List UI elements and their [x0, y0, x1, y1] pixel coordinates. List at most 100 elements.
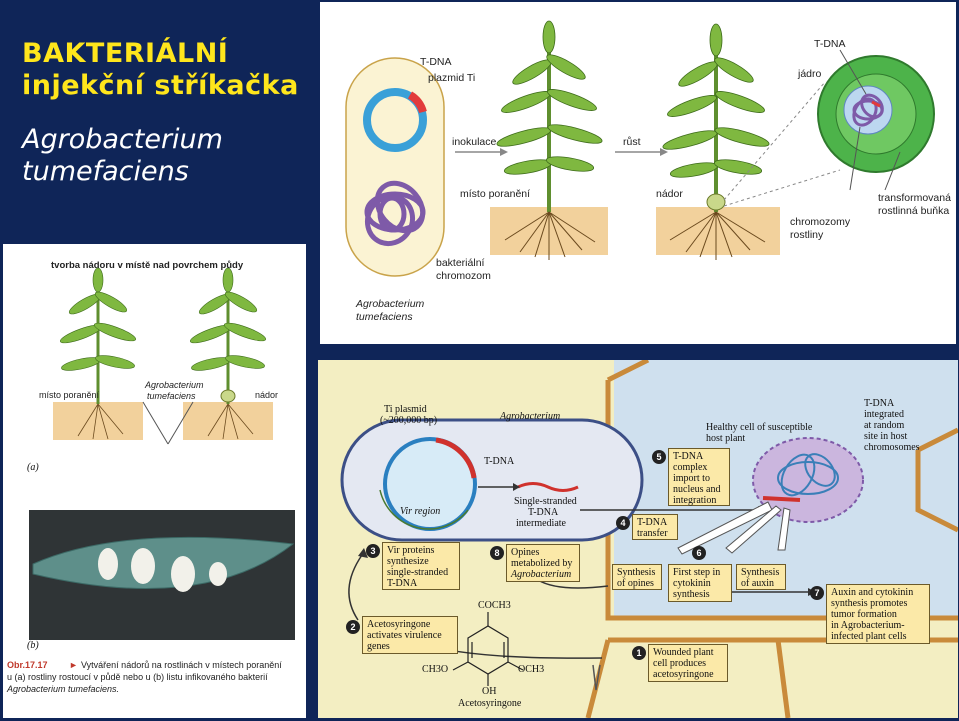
s8-line-2: metabolized by [511, 558, 573, 569]
left-heading: tvorba nádoru v místě nad povrchem půdy [51, 260, 244, 271]
left-agro-2: tumefaciens [147, 391, 196, 401]
s3-line-2: synthesize [387, 556, 429, 567]
s3-line-1: Vir proteins [387, 545, 435, 556]
auxin-box: Synthesis of auxin [736, 564, 786, 590]
step-2-marker: 2 [346, 620, 360, 634]
s7-line-3: tumor formation [831, 609, 897, 620]
nador-label: nádor [656, 188, 683, 200]
caption-figure: Obr.17.17 [7, 660, 48, 670]
left-misto-label: místo poranění [39, 390, 100, 400]
step-2-box: Acetosyringone activates virulence genes [362, 616, 458, 654]
title-line-1: BAKTERIÁLNÍ [22, 38, 229, 69]
caption-line-1: Vytváření nádorů na rostlinách v místech… [81, 660, 282, 670]
s1-line-2: cell produces [653, 658, 707, 669]
s8-line-3: Agrobacterium [511, 569, 572, 580]
step-8-box: Opines metabolized by Agrobacterium [506, 544, 580, 582]
s2-line-2: activates virulence [367, 630, 442, 641]
label-a: (a) [27, 462, 39, 473]
species-line-1: Agrobacterium [22, 124, 223, 155]
agro-label-2: tumefaciens [356, 311, 413, 323]
s5-line-3: import to [673, 473, 710, 484]
mechanism-diagram-panel: Ti plasmid (~200,000 bp) Agrobacterium T… [318, 360, 958, 718]
step-6-marker: 6 [692, 546, 706, 560]
step-5-box: T-DNA complex import to nucleus and inte… [668, 448, 730, 506]
auxin-line-1: Synthesis [741, 567, 780, 578]
title-line-2: injekční stříkačka [22, 70, 299, 101]
plant-icon-2 [662, 23, 770, 260]
cooch3-label: COCH3 [478, 600, 511, 611]
rostlinna-bunka-label: rostlinná buňka [878, 205, 950, 217]
step-3-marker: 3 [366, 544, 380, 558]
tumor-figure-illustration [29, 267, 295, 640]
step-8-marker: 8 [490, 546, 504, 560]
caption-line-2: u (a) rostliny rostoucí v půdě nebo u (b… [7, 672, 268, 682]
s3-line-4: T-DNA [387, 578, 418, 589]
s6-line-1: First step in [673, 567, 721, 578]
healthy-label-1: Healthy cell of susceptible [706, 422, 813, 433]
caption-line-3: Agrobacterium tumefaciens. [7, 684, 120, 694]
integ-label-4: site in host [864, 431, 908, 442]
acetosyringone-label: Acetosyringone [458, 698, 522, 709]
s8-line-1: Opines [511, 547, 540, 558]
agro-label-1: Agrobacterium [356, 298, 425, 310]
s7-line-5: infected plant cells [831, 631, 907, 642]
rust-label: růst [623, 136, 641, 148]
oh-label: OH [482, 686, 497, 697]
och3-label: OCH3 [518, 664, 545, 675]
opines-box: Synthesis of opines [612, 564, 662, 590]
step-1-box: Wounded plant cell produces acetosyringo… [648, 644, 728, 682]
opines-line-2: of opines [617, 578, 654, 589]
chromozomy-label: chromozomy [790, 216, 851, 228]
plant-icon-3 [59, 267, 137, 440]
infection-diagram-panel: T-DNA plazmid Ti inokulace růst místo po… [320, 2, 956, 344]
t-dna-label-3: T-DNA [484, 456, 515, 467]
vir-region-label: Vir region [400, 506, 441, 517]
s1-line-1: Wounded plant [653, 647, 714, 658]
step-6-box: First step in cytokinin synthesis [668, 564, 732, 602]
s7-line-1: Auxin and cytokinin [831, 587, 914, 598]
s6-line-2: cytokinin [673, 578, 711, 589]
label-b: (b) [27, 640, 39, 651]
s2-line-3: genes [367, 641, 390, 652]
s5-line-1: T-DNA [673, 451, 704, 462]
ti-plasmid-label-1: Ti plasmid [384, 404, 427, 415]
transformovana-label: transformovaná [878, 192, 951, 204]
agrobacterium-label: Agrobacterium [500, 411, 561, 422]
s4-line-1: T-DNA [637, 517, 668, 528]
ti-plasmid-label-2: (~200,000 bp) [380, 415, 438, 426]
jadro-label: jádro [798, 68, 822, 80]
ss-label-3: intermediate [516, 518, 566, 529]
s3-line-3: single-stranded [387, 567, 449, 578]
step-4-marker: 4 [616, 516, 630, 530]
left-nador-label: nádor [255, 390, 279, 400]
step-3-box: Vir proteins synthesize single-stranded … [382, 542, 460, 590]
integ-label-2: integrated [864, 409, 904, 420]
bakterialni-label: bakteriální [436, 257, 485, 269]
s5-line-2: complex [673, 462, 708, 473]
plant-icon-4 [189, 267, 267, 440]
rostliny-label: rostliny [790, 229, 824, 241]
plant-icon-1 [496, 20, 603, 260]
integ-label-3: at random [864, 420, 905, 431]
inokulace-label: inokulace [452, 136, 497, 148]
ss-label-1: Single-stranded [514, 496, 577, 507]
integ-label-1: T-DNA [864, 398, 895, 409]
s2-line-1: Acetosyringone [367, 619, 431, 630]
ss-label-2: T-DNA [528, 507, 559, 518]
step-5-marker: 5 [652, 450, 666, 464]
step-7-marker: 7 [810, 586, 824, 600]
healthy-label-2: host plant [706, 433, 746, 444]
chromozom-label: chromozom [436, 270, 491, 282]
plazmid-label: plazmid Ti [428, 72, 476, 84]
s5-line-5: integration [673, 495, 717, 506]
t-dna-label-2: T-DNA [814, 38, 846, 50]
caption-arrow: ► [69, 660, 78, 670]
left-agro-1: Agrobacterium [145, 380, 204, 390]
auxin-line-2: of auxin [741, 578, 775, 589]
s7-line-4: in Agrobacterium- [831, 620, 905, 631]
ch3o-label: CH3O [422, 664, 449, 675]
t-dna-label: T-DNA [420, 56, 452, 68]
infection-diagram-illustration [345, 20, 935, 277]
step-4-box: T-DNA transfer [632, 514, 678, 540]
integ-label-5: chromosomes [864, 442, 920, 453]
